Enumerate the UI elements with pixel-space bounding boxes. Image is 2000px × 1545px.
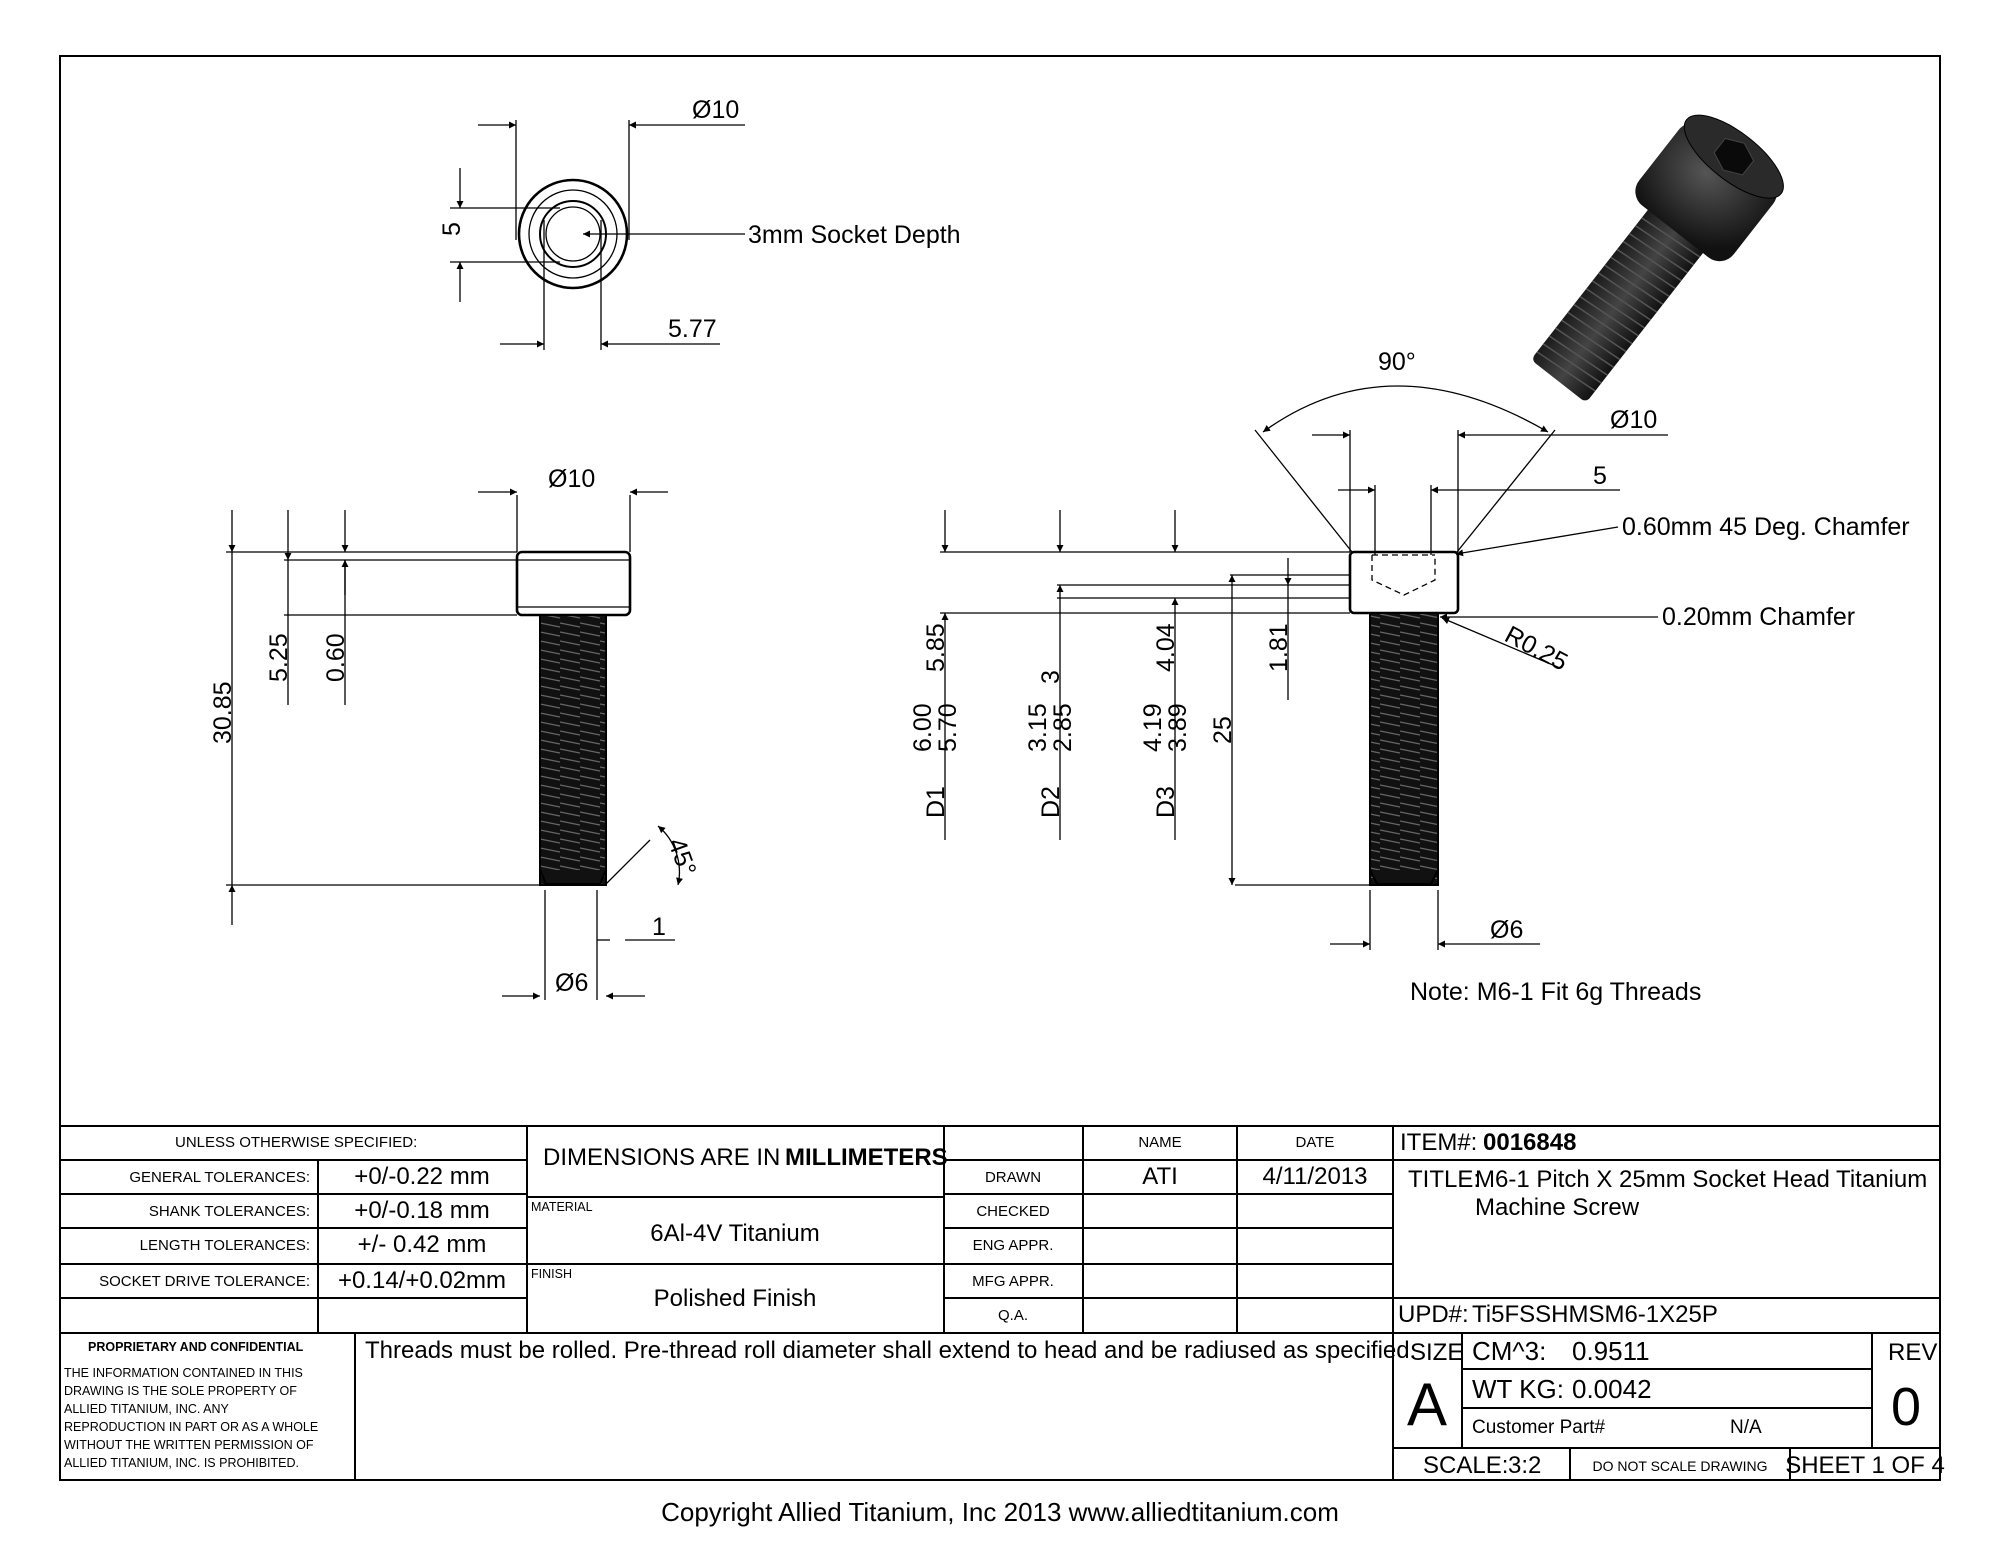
side-head-dia-label: Ø10 [548,465,595,493]
prop-line-3: REPRODUCTION IN PART OR AS A WHOLE [64,1420,318,1434]
detail-head-dia-label: Ø10 [1610,406,1657,434]
dims-prefix: DIMENSIONS ARE IN [543,1144,780,1171]
side-shank-dia-label: Ø6 [555,969,588,997]
tol-3-label: SOCKET DRIVE TOLERANCE: [99,1273,310,1290]
prop-line-0: THE INFORMATION CONTAINED IN THIS [64,1366,303,1380]
tol-2-label: LENGTH TOLERANCES: [140,1237,310,1254]
item-label: ITEM#: [1400,1129,1477,1156]
top-dia-label: Ø10 [692,96,739,124]
customer-part-value: N/A [1730,1417,1762,1438]
prop-line-2: ALLIED TITANIUM, INC. ANY [64,1402,230,1416]
item-number: 0016848 [1483,1129,1576,1156]
side-len-525: 5.25 [265,633,293,682]
role-drawn: DRAWN [985,1169,1041,1186]
prop-line-5: ALLIED TITANIUM, INC. IS PROHIBITED. [64,1456,299,1470]
role-mfg-appr: MFG APPR. [972,1273,1054,1290]
detail-d585: 5.85 [922,623,950,672]
top-socket-label: 5 [438,222,466,236]
cm3-value: 0.9511 [1572,1336,1650,1366]
proprietary-title: PROPRIETARY AND CONFIDENTIAL [88,1340,304,1354]
thread-note: Note: M6-1 Fit 6g Threads [1410,978,1701,1006]
sheet-border [59,55,1941,1481]
size-label: SIZE [1410,1339,1463,1366]
title-line-1: M6-1 Pitch X 25mm Socket Head Titanium [1475,1166,1927,1193]
side-tip-label: 1 [652,913,666,941]
drawn-name: ATI [1142,1163,1178,1190]
dims-unit: MILLIMETERS [785,1144,948,1171]
side-view: Ø10 30.85 5.25 0.60 45° 1 Ø6 [209,465,702,1000]
d1-a: 6.00 [909,703,937,752]
top-view: Ø10 5 3mm Socket Depth 5.77 [438,96,961,350]
chamfer-060-note: 0.60mm 45 Deg. Chamfer [1622,513,1910,541]
d2-a: 3.15 [1024,703,1052,752]
tol-1-value: +0/-0.18 mm [354,1197,489,1224]
name-header: NAME [1138,1134,1181,1151]
unless-label: UNLESS OTHERWISE SPECIFIED: [175,1134,417,1151]
tol-1-label: SHANK TOLERANCES: [149,1203,310,1220]
finish-value: Polished Finish [654,1285,817,1312]
finish-label: FINISH [531,1267,572,1281]
copyright-footer: Copyright Allied Titanium, Inc 2013 www.… [661,1497,1339,1527]
material-label: MATERIAL [531,1200,593,1214]
d2-label: D2 [1037,786,1065,818]
d3-label: D3 [1152,786,1180,818]
tol-0-value: +0/-0.22 mm [354,1163,489,1190]
role-qa: Q.A. [998,1307,1028,1324]
upd-label: UPD#: [1398,1301,1469,1328]
cm3-label: CM^3: [1472,1336,1546,1366]
sheet-number: SHEET 1 OF 4 [1785,1452,1945,1479]
role-checked: CHECKED [976,1203,1050,1220]
radius-note: R0.25 [1500,621,1572,677]
detail-shank-dia-label: Ø6 [1490,916,1523,944]
thread-roll-note: Threads must be rolled. Pre-thread roll … [365,1337,1416,1364]
title-line-2: Machine Screw [1475,1194,1640,1221]
detail-d25: 25 [1209,716,1237,744]
scale-value: 3:2 [1508,1452,1541,1479]
tol-3-value: +0.14/+0.02mm [338,1267,506,1294]
scale-label: SCALE: [1423,1452,1508,1479]
material-value: 6Al-4V Titanium [650,1220,819,1247]
upd-value: Ti5FSSHMSM6-1X25P [1472,1301,1718,1328]
detail-socket-label: 5 [1593,462,1607,490]
top-across-label: 5.77 [668,315,717,343]
drawn-date: 4/11/2013 [1263,1163,1368,1190]
rev-label: REV [1888,1339,1937,1366]
size-value: A [1407,1371,1447,1438]
detail-angle-label: 90° [1378,348,1416,376]
side-len-total: 30.85 [209,681,237,744]
socket-depth-note: 3mm Socket Depth [748,221,961,249]
role-eng-appr: ENG APPR. [973,1237,1054,1254]
date-header: DATE [1296,1134,1335,1151]
detail-d3: 3 [1037,670,1065,684]
customer-part-label: Customer Part# [1472,1417,1605,1438]
wt-value: 0.0042 [1572,1374,1652,1404]
title-label: TITLE: [1408,1166,1480,1193]
d1-label: D1 [922,786,950,818]
detail-view: 90° Ø10 5 0.60mm 45 Deg. Chamfer 0.20mm … [909,348,1910,1006]
side-len-060: 0.60 [322,633,350,682]
rev-value: 0 [1891,1377,1921,1437]
side-angle-label: 45° [662,834,701,879]
detail-d404: 4.04 [1152,623,1180,672]
d1-b: 5.70 [934,703,962,752]
tol-0-label: GENERAL TOLERANCES: [129,1169,310,1186]
prop-line-4: WITHOUT THE WRITTEN PERMISSION OF [64,1438,314,1452]
do-not-scale: DO NOT SCALE DRAWING [1592,1458,1767,1474]
d3-a: 4.19 [1139,703,1167,752]
wt-label: WT KG: [1472,1374,1564,1404]
chamfer-020-note: 0.20mm Chamfer [1662,603,1855,631]
screw-render-image [1533,114,1784,401]
prop-line-1: DRAWING IS THE SOLE PROPERTY OF [64,1384,297,1398]
title-block: UNLESS OTHERWISE SPECIFIED: GENERAL TOLE… [60,1125,1945,1480]
d2-b: 2.85 [1049,703,1077,752]
detail-d181: 1.81 [1265,623,1293,672]
d3-b: 3.89 [1164,703,1192,752]
tol-2-value: +/- 0.42 mm [358,1231,487,1258]
